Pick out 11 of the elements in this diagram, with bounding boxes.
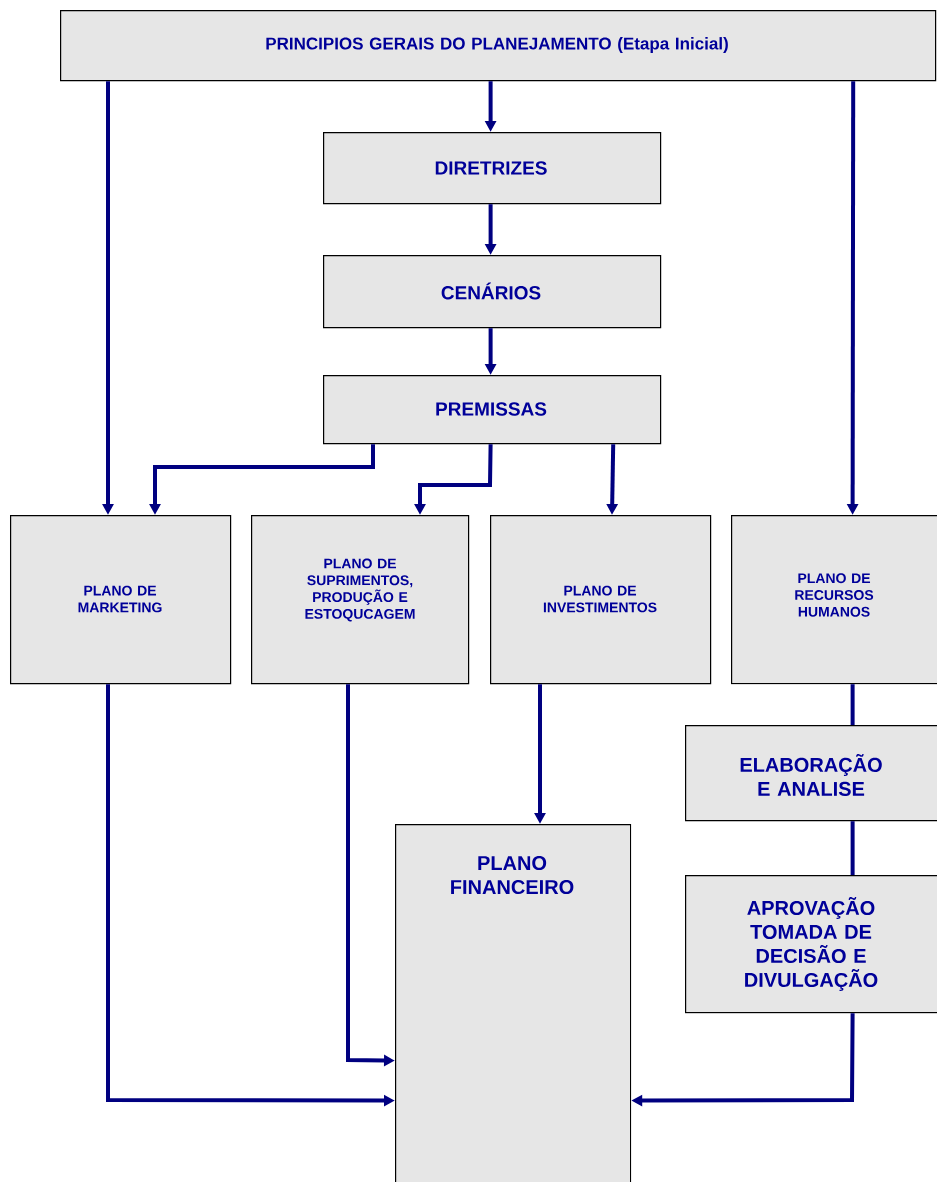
process-box: PREMISSAS	[323, 375, 662, 445]
process-box: PLANO FINANCEIRO	[395, 824, 632, 1182]
process-box: CENÁRIOS	[323, 255, 662, 329]
process-box: PLANO DE RECURSOS HUMANOS	[731, 515, 937, 685]
process-box: APROVAÇÃO TOMADA DE DECISÃO E DIVULGAÇÃO	[685, 875, 937, 1014]
process-box: ELABORAÇÃO E ANALISE	[685, 725, 937, 822]
process-box: DIRETRIZES	[323, 132, 662, 205]
process-box: PRINCIPIOS GERAIS DO PLANEJAMENTO (Etapa Inicial)	[60, 10, 937, 82]
process-box: PLANO DE SUPRIMENTOS, PRODUÇÃO E ESTOQUCAGEM	[251, 515, 470, 685]
process-box: PLANO DE INVESTIMENTOS	[490, 515, 712, 685]
process-box: PLANO DE MARKETING	[10, 515, 232, 685]
